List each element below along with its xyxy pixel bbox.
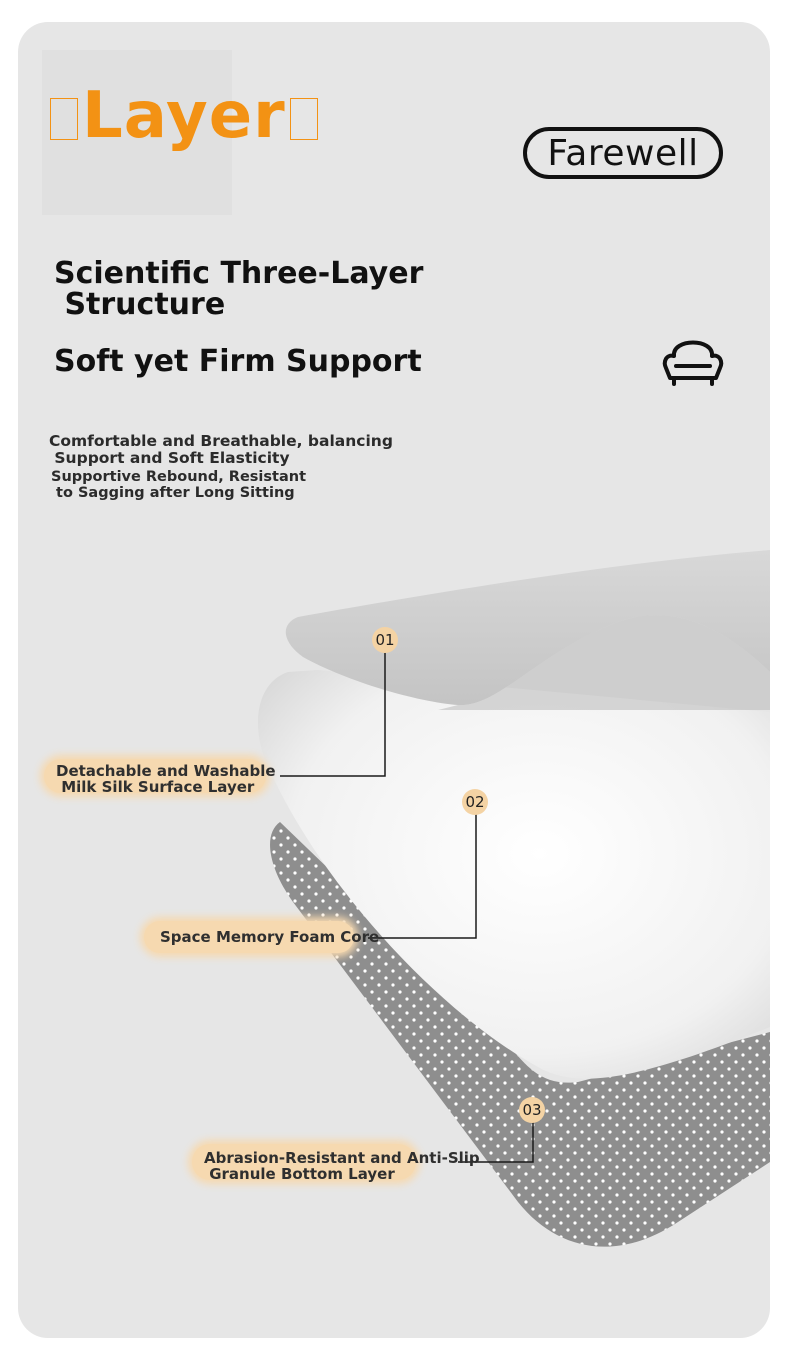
leader-line-01 (280, 652, 386, 777)
surface-layer (285, 550, 770, 706)
brand-logo: Farewell (523, 127, 723, 179)
placeholder-glyph-right (289, 98, 318, 141)
label-highlight-03 (192, 1144, 416, 1180)
layer-label-02: Space Memory Foam Core (160, 928, 380, 946)
headline-support: Soft yet Firm Support (54, 344, 422, 379)
layer-badge-01: 01 (372, 627, 398, 653)
placeholder-glyph-left (50, 98, 78, 141)
foam-core-layer (257, 670, 770, 1079)
layer-badge-02: 02 (462, 789, 488, 815)
layer-label-03: Abrasion-Resistant and Anti-Slip Granule… (204, 1149, 480, 1183)
cushion-illustration (257, 550, 770, 1247)
title-text: Layer (82, 79, 286, 153)
label-highlight-01 (44, 759, 266, 793)
bottom-granule-layer (270, 822, 770, 1247)
label-highlight-02 (144, 921, 354, 953)
title-backdrop (42, 50, 232, 215)
layer-badge-03: 03 (519, 1097, 545, 1123)
description-breathable: Comfortable and Breathable, balancing Su… (49, 432, 393, 467)
leader-line-02 (368, 814, 477, 939)
layer-label-01: Detachable and Washable Milk Silk Surfac… (56, 762, 276, 796)
product-card: Layer Farewell Scientific Three-Layer St… (18, 22, 770, 1338)
sofa-icon (662, 340, 724, 386)
leader-line-03 (458, 1122, 534, 1163)
page-title: Layer (46, 84, 322, 148)
brand-name: Farewell (547, 132, 699, 174)
description-rebound: Supportive Rebound, Resistant to Sagging… (51, 469, 306, 501)
headline-structure: Scientific Three-Layer Structure (54, 256, 424, 322)
